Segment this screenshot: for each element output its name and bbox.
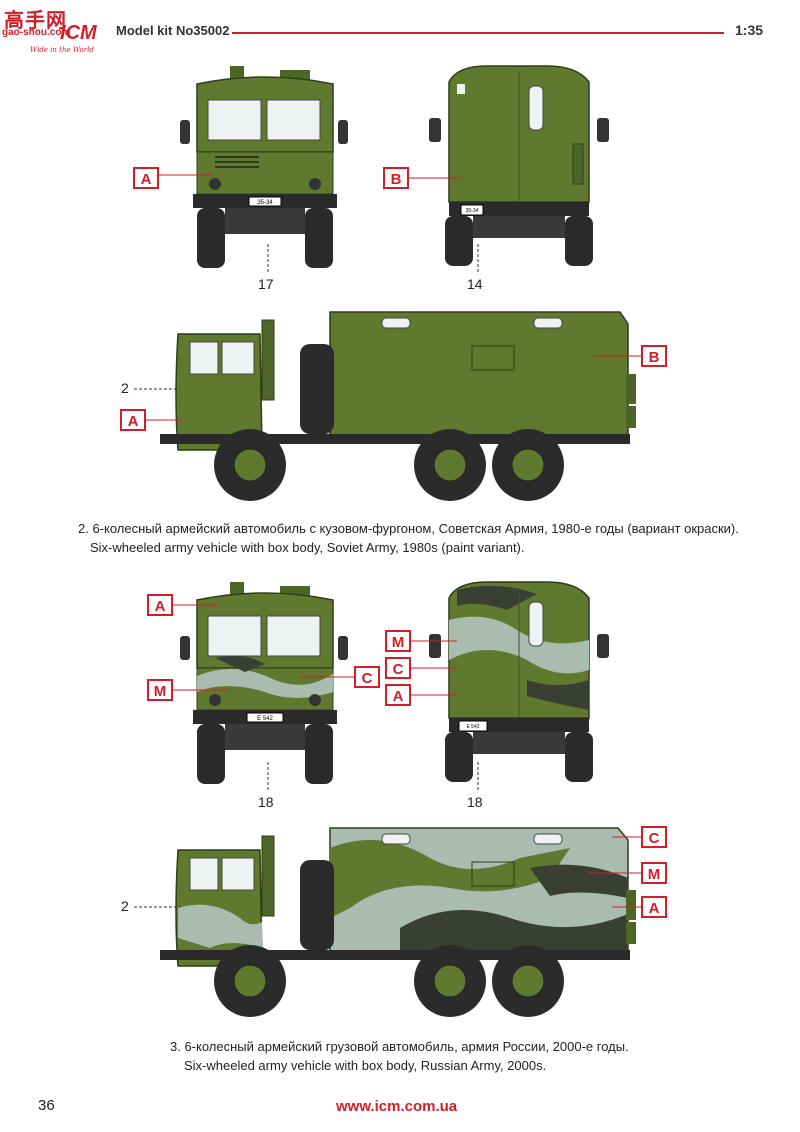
svg-text:E 542: E 542	[466, 724, 479, 730]
v2-side-label-a: A	[120, 409, 146, 431]
v2-side-leader-b	[594, 355, 641, 357]
v2-rear-ref: 14	[467, 276, 483, 292]
v3-rear-label-a: A	[385, 684, 411, 706]
kit-scale: 1:35	[735, 22, 764, 38]
svg-text:35-34: 35-34	[257, 200, 273, 206]
v3-rear-view: E 542	[429, 581, 609, 782]
v3-front-ref-line	[267, 762, 269, 790]
v3-front-label-a: A	[147, 594, 173, 616]
v3-rear-leader-m	[411, 640, 457, 642]
v3-rear-leader-c	[411, 667, 457, 669]
v2-caption-en: Six-wheeled army vehicle with box body, …	[90, 540, 525, 555]
brand-logo: ICM	[60, 22, 97, 44]
v3-side-leader-a	[612, 906, 641, 908]
brand-slogan: Wide in the World	[30, 46, 94, 54]
header-rule	[232, 32, 724, 34]
v3-rear-ref-line	[477, 762, 479, 790]
v3-caption-ru: 3. 6-колесный армейский грузовой автомоб…	[170, 1039, 629, 1054]
site-logo-text: 高手网	[4, 8, 67, 32]
v2-rear-ref-line	[477, 244, 479, 272]
v2-front-ref: 17	[258, 276, 274, 292]
kit-title: Model kit No35002	[116, 23, 230, 38]
v2-side-leader-a	[146, 419, 182, 421]
v3-front-leader-c	[300, 676, 354, 678]
v2-rear-leader	[405, 177, 461, 179]
v2-caption-ru: 2. 6-колесный армейский автомобиль с куз…	[78, 521, 739, 536]
v3-rear-label-c: C	[385, 657, 411, 679]
v2-side-ref-line	[134, 388, 180, 390]
v2-side-view	[160, 311, 636, 501]
v3-front-view: E 542	[180, 582, 348, 784]
v2-front-view: 35-34	[180, 66, 348, 268]
v2-side-ref: 2	[121, 380, 129, 396]
footer-url-link[interactable]: www.icm.com.ua	[336, 1098, 458, 1115]
svg-text:E 542: E 542	[257, 716, 273, 722]
v3-side-leader-c	[612, 836, 641, 838]
v2-front-ref-line	[267, 244, 269, 272]
v2-side-label-b: B	[641, 345, 667, 367]
site-logo-url: gao-shou.com	[2, 27, 71, 38]
page-number: 36	[38, 1097, 55, 1114]
v2-rear-label-b: B	[383, 167, 409, 189]
v3-front-leader-m	[173, 689, 229, 691]
v2-front-label-a: A	[133, 167, 159, 189]
v3-side-leader-m	[588, 872, 641, 874]
v3-side-ref-line	[134, 906, 180, 908]
v3-side-label-a: A	[641, 896, 667, 918]
v2-rear-view: 35-34	[429, 65, 609, 266]
v3-side-label-m: M	[641, 862, 667, 884]
v3-front-label-c: C	[354, 666, 380, 688]
v3-rear-label-m: M	[385, 630, 411, 652]
v3-caption-en: Six-wheeled army vehicle with box body, …	[184, 1058, 547, 1073]
svg-text:35-34: 35-34	[466, 208, 479, 214]
v3-side-label-c: C	[641, 826, 667, 848]
v3-side-ref: 2	[121, 898, 129, 914]
v3-front-ref: 18	[258, 794, 274, 810]
v3-rear-leader-a	[411, 694, 457, 696]
v3-side-view	[160, 827, 636, 1017]
v2-front-leader	[154, 174, 212, 176]
v3-front-label-m: M	[147, 679, 173, 701]
v3-front-leader-a	[173, 604, 219, 606]
v3-rear-ref: 18	[467, 794, 483, 810]
